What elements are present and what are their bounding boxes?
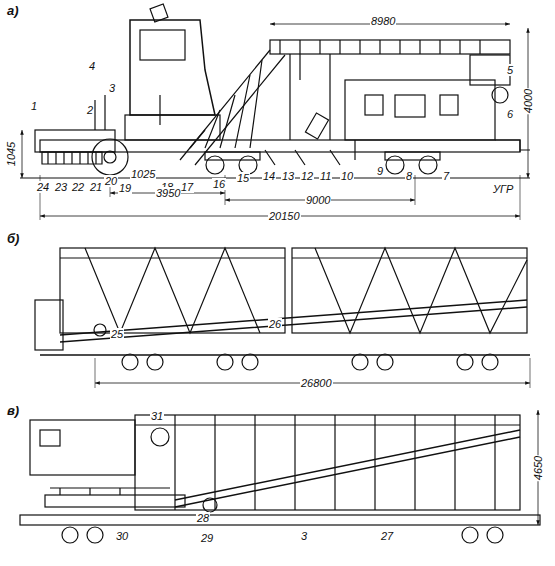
dimension-label: 1025 [130,168,156,180]
callout-number: 28 [196,512,210,524]
dimension-label: 9000 [305,194,331,206]
panel-letter: в) [6,404,20,418]
callout-number: 23 [54,181,68,193]
callout-number: 21 [89,181,103,193]
callout-number: 1 [30,100,38,112]
callout-number: 9 [376,165,384,177]
callout-number: 15 [236,172,250,184]
panel-letter: а) [6,4,20,18]
callout-number: 13 [281,170,295,182]
callout-number: 29 [200,532,214,544]
callout-number: 5 [506,64,514,76]
callout-number: 10 [340,170,354,182]
callout-number: 4 [88,60,96,72]
dimension-label: 8980 [370,15,396,27]
panel-b-conveyor-cars [35,248,530,388]
callout-number: 3 [108,82,116,94]
callout-number: 19 [118,182,132,194]
callout-number: УГР [492,183,514,195]
callout-number: 6 [506,108,514,120]
callout-number: 16 [212,178,226,190]
dimension-label: 20150 [268,210,301,222]
dimension-label: 3950 [155,187,181,199]
callout-number: 14 [262,170,276,182]
callout-number: 7 [442,170,450,182]
panel-a-machine [20,4,530,220]
dimension-label: 4650 [532,455,544,481]
callout-number: 26 [268,318,282,330]
callout-number: 11 [319,170,332,182]
callout-number: 22 [71,181,85,193]
callout-number: 17 [180,181,194,193]
callout-number: 25 [110,328,124,340]
panel-c-loading-car [20,410,540,543]
callout-number: 2 [86,104,94,116]
dimension-label: 4000 [522,88,534,114]
callout-number: 31 [150,410,164,422]
callout-number: 12 [300,170,314,182]
panel-letter: б) [6,232,20,246]
dimension-label: 26800 [300,377,333,389]
callout-number: 30 [115,530,129,542]
callout-number: 24 [36,181,50,193]
callout-number: 8 [405,170,413,182]
callout-number: 27 [380,530,394,542]
callout-number: 20 [104,175,118,187]
dimension-label: 1045 [5,141,17,167]
callout-number: 3 [300,530,308,542]
